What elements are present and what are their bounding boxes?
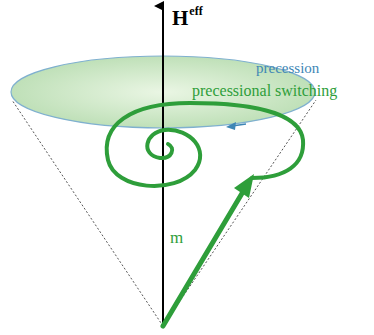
field-subscript: eff (189, 4, 202, 19)
magnetization-vector (163, 190, 244, 326)
field-symbol: H (172, 6, 188, 31)
field-axis (162, 6, 164, 328)
switching-label: precessional switching (192, 82, 337, 100)
precession-label: precession (256, 60, 319, 77)
cone-side (12, 100, 163, 326)
precession-arrowhead (226, 122, 236, 130)
magnetization-arrowhead (234, 174, 254, 198)
switching-spiral (107, 103, 303, 186)
vector-label: m (170, 228, 183, 248)
